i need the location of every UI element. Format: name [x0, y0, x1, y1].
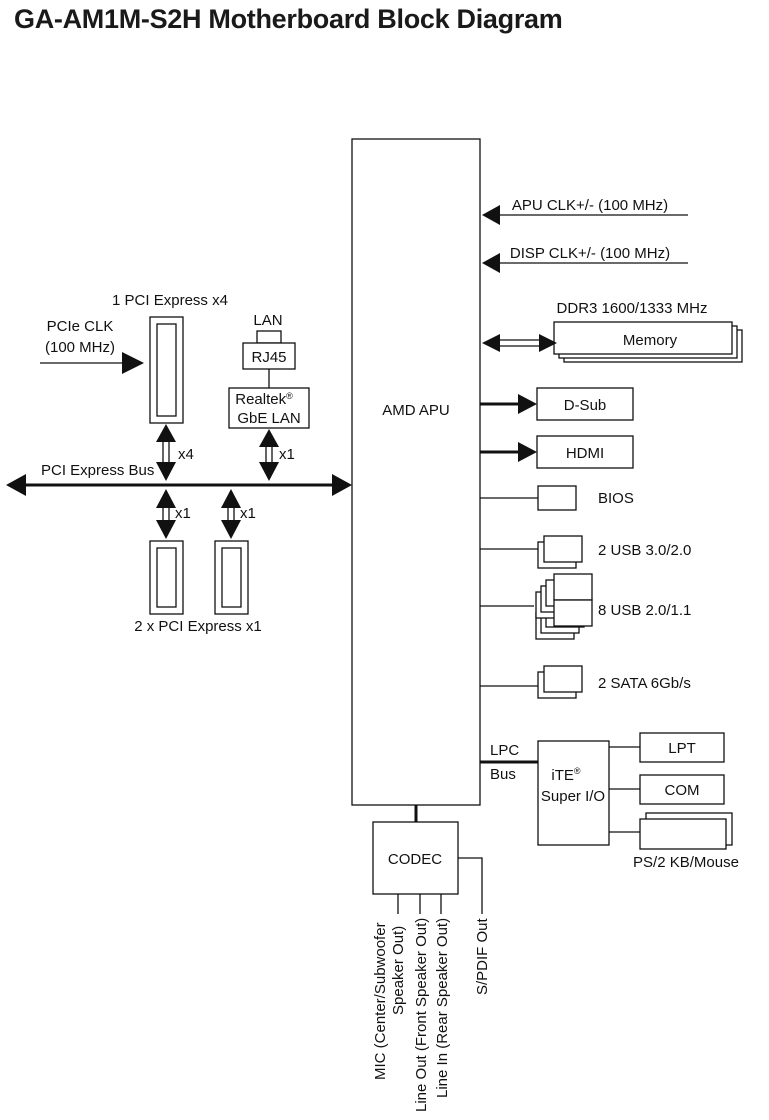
lpt-block [639, 732, 725, 763]
hdmi-block [536, 435, 634, 469]
disp-clk-connector [482, 253, 688, 273]
pcie-clk-label-1: PCIe CLK [47, 318, 114, 335]
ps2-label: PS/2 KB/Mouse [633, 854, 739, 871]
rj45-block [242, 342, 296, 370]
audio-mic-label-1: MIC (Center/Subwoofer [372, 922, 389, 1080]
usb3-port-front [543, 535, 583, 563]
usb2-port-stack [535, 573, 593, 640]
dsub-label: D-Sub [564, 397, 607, 414]
pcie-x1-slots-label: 2 x PCI Express x1 [134, 618, 262, 635]
arrowhead-icon [6, 474, 26, 496]
disp-clk-label: DISP CLK+/- (100 MHz) [510, 245, 670, 262]
realtek-block [228, 387, 310, 429]
super-io-label: Super I/O [541, 788, 605, 805]
pcie-x4-link [156, 424, 176, 481]
usb2-label: 8 USB 2.0/1.1 [598, 602, 691, 619]
apu-block [351, 138, 481, 806]
hdmi-label: HDMI [566, 445, 604, 462]
pci-bus-label: PCI Express Bus [41, 462, 154, 479]
ddr3-label: DDR3 1600/1333 MHz [557, 300, 708, 317]
audio-jack-lines [397, 857, 483, 914]
x4-label: x4 [178, 446, 194, 463]
usb3-label: 2 USB 3.0/2.0 [598, 542, 691, 559]
arrowhead-icon [518, 442, 537, 462]
lan-port-tab [256, 330, 282, 344]
arrowhead-icon [482, 334, 500, 352]
lpc-label-line1: LPC [490, 742, 519, 759]
pcie-clk-connector [40, 352, 144, 374]
arrowhead-icon [539, 334, 557, 352]
pcie-x1-slot-1-inner [156, 547, 177, 608]
bios-label: BIOS [598, 490, 634, 507]
audio-lineout-label: Line Out (Front Speaker Out) [413, 918, 430, 1112]
pcie-x1-link-1 [156, 489, 176, 539]
pcie-x4-slot-inner [156, 323, 177, 417]
arrowhead-icon [122, 352, 144, 374]
dsub-connector [480, 394, 537, 414]
pcie-x1-slot-2-inner [221, 547, 242, 608]
pcie-x1-label-2: x1 [240, 505, 256, 522]
arrowhead-icon [518, 394, 537, 414]
lpc-label-line2: Bus [490, 766, 516, 783]
bios-block [537, 485, 577, 511]
pcie-x4-label: 1 PCI Express x4 [112, 292, 228, 309]
hdmi-connector [480, 442, 537, 462]
dsub-block [536, 387, 634, 421]
arrowhead-icon [482, 205, 500, 225]
com-label: COM [665, 782, 700, 799]
memory-block [553, 321, 733, 355]
lan-x1-label: x1 [279, 446, 295, 463]
sata-label: 2 SATA 6Gb/s [598, 675, 691, 692]
realtek-label-1: Realtek® [235, 391, 293, 408]
page-title: GA-AM1M-S2H Motherboard Block Diagram [14, 4, 563, 34]
audio-linein-label: Line In (Rear Speaker Out) [434, 918, 451, 1098]
lpt-label: LPT [668, 740, 696, 757]
apu-label: AMD APU [382, 402, 450, 419]
arrowhead-icon [482, 253, 500, 273]
audio-mic-label-2: Speaker Out) [390, 926, 407, 1015]
realtek-label-2: GbE LAN [237, 410, 300, 427]
super-io-block [537, 740, 610, 846]
memory-connector [482, 334, 557, 352]
arrowhead-icon [332, 474, 352, 496]
rj45-label: RJ45 [251, 349, 286, 366]
apu-clk-connector [482, 205, 688, 225]
sata-port-front [543, 665, 583, 693]
apu-clk-label: APU CLK+/- (100 MHz) [512, 197, 668, 214]
pcie-clk-label-2: (100 MHz) [45, 339, 115, 356]
com-block [639, 774, 725, 805]
ps2-port-front [639, 818, 727, 850]
ite-label: iTE® [551, 766, 581, 784]
pci-express-bus [6, 474, 352, 496]
codec-label: CODEC [388, 851, 442, 868]
pcie-x1-link-2 [221, 489, 241, 539]
memory-label: Memory [623, 332, 678, 349]
lan-x1-link [259, 429, 279, 481]
spdif-label: S/PDIF Out [474, 917, 491, 995]
lan-label: LAN [253, 312, 282, 329]
codec-block [372, 821, 459, 895]
pcie-x1-label-1: x1 [175, 505, 191, 522]
